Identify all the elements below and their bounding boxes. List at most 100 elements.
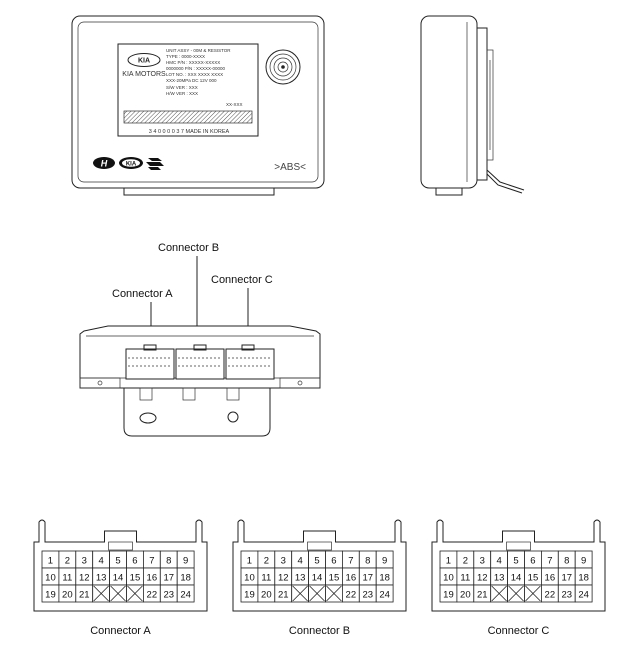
callout-connector-b: Connector B <box>158 242 219 254</box>
pin-number: 10 <box>45 573 56 584</box>
pin-number: 21 <box>278 590 289 601</box>
label-line: XXX-20MPa DC 12V 000 <box>166 78 217 83</box>
label-line: UNIT ASSY - 00M & RESISTOR <box>166 48 231 53</box>
pin-number: 23 <box>561 590 572 601</box>
pin-number: 22 <box>545 590 556 601</box>
pin-number: 5 <box>513 556 518 567</box>
pin-number: 17 <box>362 573 373 584</box>
pin-number: 9 <box>183 556 188 567</box>
empty-pin-mark <box>309 585 325 602</box>
pin-cell <box>574 584 593 603</box>
empty-pin-mark <box>93 585 109 602</box>
pin-number: 12 <box>278 573 289 584</box>
callout-connector-c: Connector C <box>211 274 273 286</box>
empty-pin-mark <box>127 585 143 602</box>
pin-number: 9 <box>581 556 586 567</box>
pin-number: 9 <box>382 556 387 567</box>
abs-marking: >ABS< <box>274 162 306 173</box>
kia-badge-text: KIA <box>138 58 150 65</box>
label-line: TYPE : 0000-XXXX <box>166 54 205 59</box>
pin-number: 8 <box>564 556 569 567</box>
pin-number: 21 <box>477 590 488 601</box>
pin-number: 1 <box>247 556 252 567</box>
pin-number: 6 <box>530 556 535 567</box>
label-plate <box>117 43 259 137</box>
hyundai-logo-icon: H <box>93 157 115 169</box>
pin-number: 21 <box>79 590 90 601</box>
kia-logo-text: KIA <box>126 162 137 168</box>
empty-pin-mark <box>525 585 541 602</box>
manufacturer-logo-icon <box>146 158 164 170</box>
pin-number: 11 <box>261 573 271 584</box>
pin-number: 5 <box>115 556 120 567</box>
pin-number: 7 <box>149 556 154 567</box>
label-line: H/W VER : XXX <box>166 91 198 96</box>
pin-number: 24 <box>379 590 390 601</box>
pin-number: 18 <box>578 573 589 584</box>
pin-number: 11 <box>62 573 72 584</box>
pin-number: 7 <box>348 556 353 567</box>
label-line: HMC P/N : XXXXX-XXXXX <box>166 60 220 65</box>
pin-number: 20 <box>261 590 272 601</box>
pin-number: 24 <box>180 590 191 601</box>
pin-number: 6 <box>331 556 336 567</box>
pin-number: 18 <box>379 573 390 584</box>
pin-number: 15 <box>528 573 539 584</box>
pin-number: 17 <box>163 573 174 584</box>
pin-number: 11 <box>460 573 470 584</box>
pin-number: 15 <box>130 573 141 584</box>
pin-number: 16 <box>147 573 158 584</box>
pinout-caption-a: Connector A <box>90 625 151 637</box>
pin-number: 16 <box>545 573 556 584</box>
pin-number: 17 <box>561 573 572 584</box>
pin-number: 13 <box>494 573 505 584</box>
pin-number: 2 <box>65 556 70 567</box>
connector-callout-view: Connector B Connector A Connector C <box>79 242 321 437</box>
pin-number: 20 <box>460 590 471 601</box>
pin-number: 23 <box>163 590 174 601</box>
pin-number: 22 <box>147 590 158 601</box>
label-line: S/W VER : XXX <box>166 85 198 90</box>
pin-number: 2 <box>463 556 468 567</box>
empty-pin-mark <box>292 585 308 602</box>
small-code: XX-XXX <box>226 102 243 107</box>
pin-number: 3 <box>281 556 286 567</box>
pin-number: 19 <box>244 590 255 601</box>
module-side-view <box>420 15 525 196</box>
pin-cell <box>176 584 195 603</box>
speaker-grille-icon <box>265 49 301 85</box>
module-front-view: KIA KIA MOTORS UNIT ASSY - 00M & RESISTO… <box>71 15 325 196</box>
pin-number: 19 <box>443 590 454 601</box>
pinout-caption-c: Connector C <box>488 625 550 637</box>
pin-number: 6 <box>132 556 137 567</box>
pin-number: 5 <box>314 556 319 567</box>
barcode-bar <box>123 110 253 124</box>
pin-number: 1 <box>446 556 451 567</box>
pin-number: 8 <box>365 556 370 567</box>
pin-number: 2 <box>264 556 269 567</box>
pin-number: 16 <box>346 573 357 584</box>
pin-number: 13 <box>295 573 306 584</box>
empty-pin-mark <box>508 585 524 602</box>
pin-number: 22 <box>346 590 357 601</box>
pin-number: 14 <box>113 573 124 584</box>
empty-pin-mark <box>110 585 126 602</box>
pin-number: 8 <box>166 556 171 567</box>
pin-number: 3 <box>82 556 87 567</box>
pin-number: 3 <box>480 556 485 567</box>
pinout-caption-b: Connector B <box>289 625 350 637</box>
pin-number: 13 <box>96 573 107 584</box>
pin-number: 20 <box>62 590 73 601</box>
pin-number: 10 <box>443 573 454 584</box>
kia-badge-icon <box>127 53 161 67</box>
pin-number: 24 <box>578 590 589 601</box>
callout-connector-b-body <box>175 344 225 380</box>
pin-number: 4 <box>298 556 303 567</box>
pin-number: 18 <box>180 573 191 584</box>
pin-cell <box>375 584 394 603</box>
